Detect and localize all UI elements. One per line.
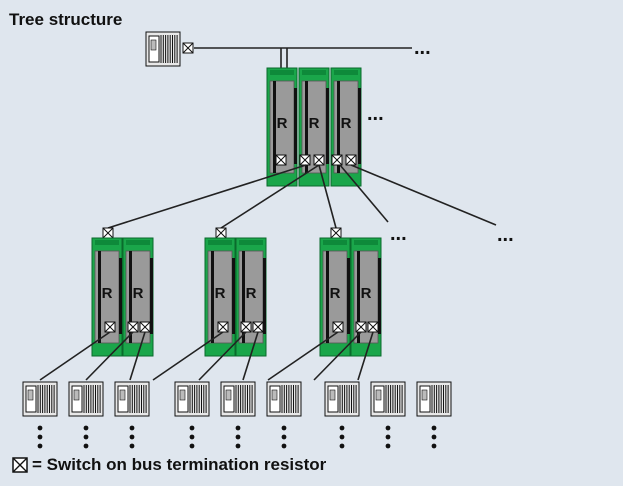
- termination-switch-icon: [217, 321, 229, 333]
- repeater-label: R: [330, 285, 341, 302]
- termination-switch-icon: [313, 154, 325, 166]
- bus-device-icon: [266, 381, 302, 417]
- termination-switch-icon: [299, 154, 311, 166]
- termination-switch-icon: [127, 321, 139, 333]
- branch-line: [198, 331, 247, 381]
- branch-line: [85, 331, 134, 381]
- continuation-dots: [235, 425, 241, 449]
- branch-line: [39, 331, 111, 381]
- bus-device-icon: [68, 381, 104, 417]
- bus-device-icon: [22, 381, 58, 417]
- termination-switch-icon: [215, 227, 227, 239]
- continuation-dots: [189, 425, 195, 449]
- legend: = Switch on bus termination resistor: [12, 455, 326, 475]
- branch-line: [318, 164, 337, 229]
- repeater-module: R: [91, 237, 123, 357]
- branch-line: [267, 331, 339, 381]
- bus-device-icon: [370, 381, 406, 417]
- repeater-label: R: [102, 285, 113, 302]
- branch-line: [129, 331, 146, 381]
- bus-device-icon: [114, 381, 150, 417]
- continuation-dots: ...: [497, 224, 514, 246]
- termination-switch-icon: [275, 154, 287, 166]
- continuation-dots: [83, 425, 89, 449]
- repeater-label: R: [277, 115, 288, 132]
- termination-switch-icon: [332, 321, 344, 333]
- repeater-module: R: [204, 237, 236, 357]
- repeater-label: R: [133, 285, 144, 302]
- diagram-title: Tree structure: [9, 10, 123, 29]
- termination-switch-icon: [330, 227, 342, 239]
- repeater-module: R: [266, 67, 298, 187]
- continuation-dots: [339, 425, 345, 449]
- repeater-module: R: [319, 237, 351, 357]
- branch-line: [152, 331, 224, 381]
- termination-switch-icon: [139, 321, 151, 333]
- continuation-dots: [37, 425, 43, 449]
- continuation-dots: [129, 425, 135, 449]
- continuation-dots: ...: [367, 103, 384, 125]
- repeater-label: R: [246, 285, 257, 302]
- continuation-dots: ...: [390, 223, 407, 245]
- branch-line: [339, 164, 389, 223]
- continuation-dots: ...: [414, 37, 431, 59]
- continuation-dots: [385, 425, 391, 449]
- branch-line: [242, 331, 259, 381]
- bus-device-icon: [174, 381, 210, 417]
- branch-line: [107, 164, 307, 229]
- termination-switch-icon: [355, 321, 367, 333]
- termination-switch-icon: [331, 154, 343, 166]
- branch-line: [350, 164, 497, 226]
- repeater-module: R: [330, 67, 362, 187]
- termination-switch-icon: [182, 42, 194, 54]
- termination-switch-icon: [252, 321, 264, 333]
- termination-switch-icon: [240, 321, 252, 333]
- branch-line: [220, 164, 320, 229]
- branch-line: [357, 331, 374, 381]
- termination-switch-icon: [367, 321, 379, 333]
- branch-line: [313, 331, 362, 381]
- repeater-label: R: [361, 285, 372, 302]
- termination-switch-icon: [104, 321, 116, 333]
- bus-device-icon: [324, 381, 360, 417]
- continuation-dots: [431, 425, 437, 449]
- repeater-label: R: [341, 115, 352, 132]
- legend-text: = Switch on bus termination resistor: [32, 455, 327, 474]
- switch-termination-icon: [12, 457, 28, 473]
- bus-device-icon: [145, 31, 181, 67]
- bus-device-icon: [416, 381, 452, 417]
- bus-device-icon: [220, 381, 256, 417]
- termination-switch-icon: [345, 154, 357, 166]
- continuation-dots: [281, 425, 287, 449]
- repeater-label: R: [309, 115, 320, 132]
- termination-switch-icon: [102, 227, 114, 239]
- repeater-label: R: [215, 285, 226, 302]
